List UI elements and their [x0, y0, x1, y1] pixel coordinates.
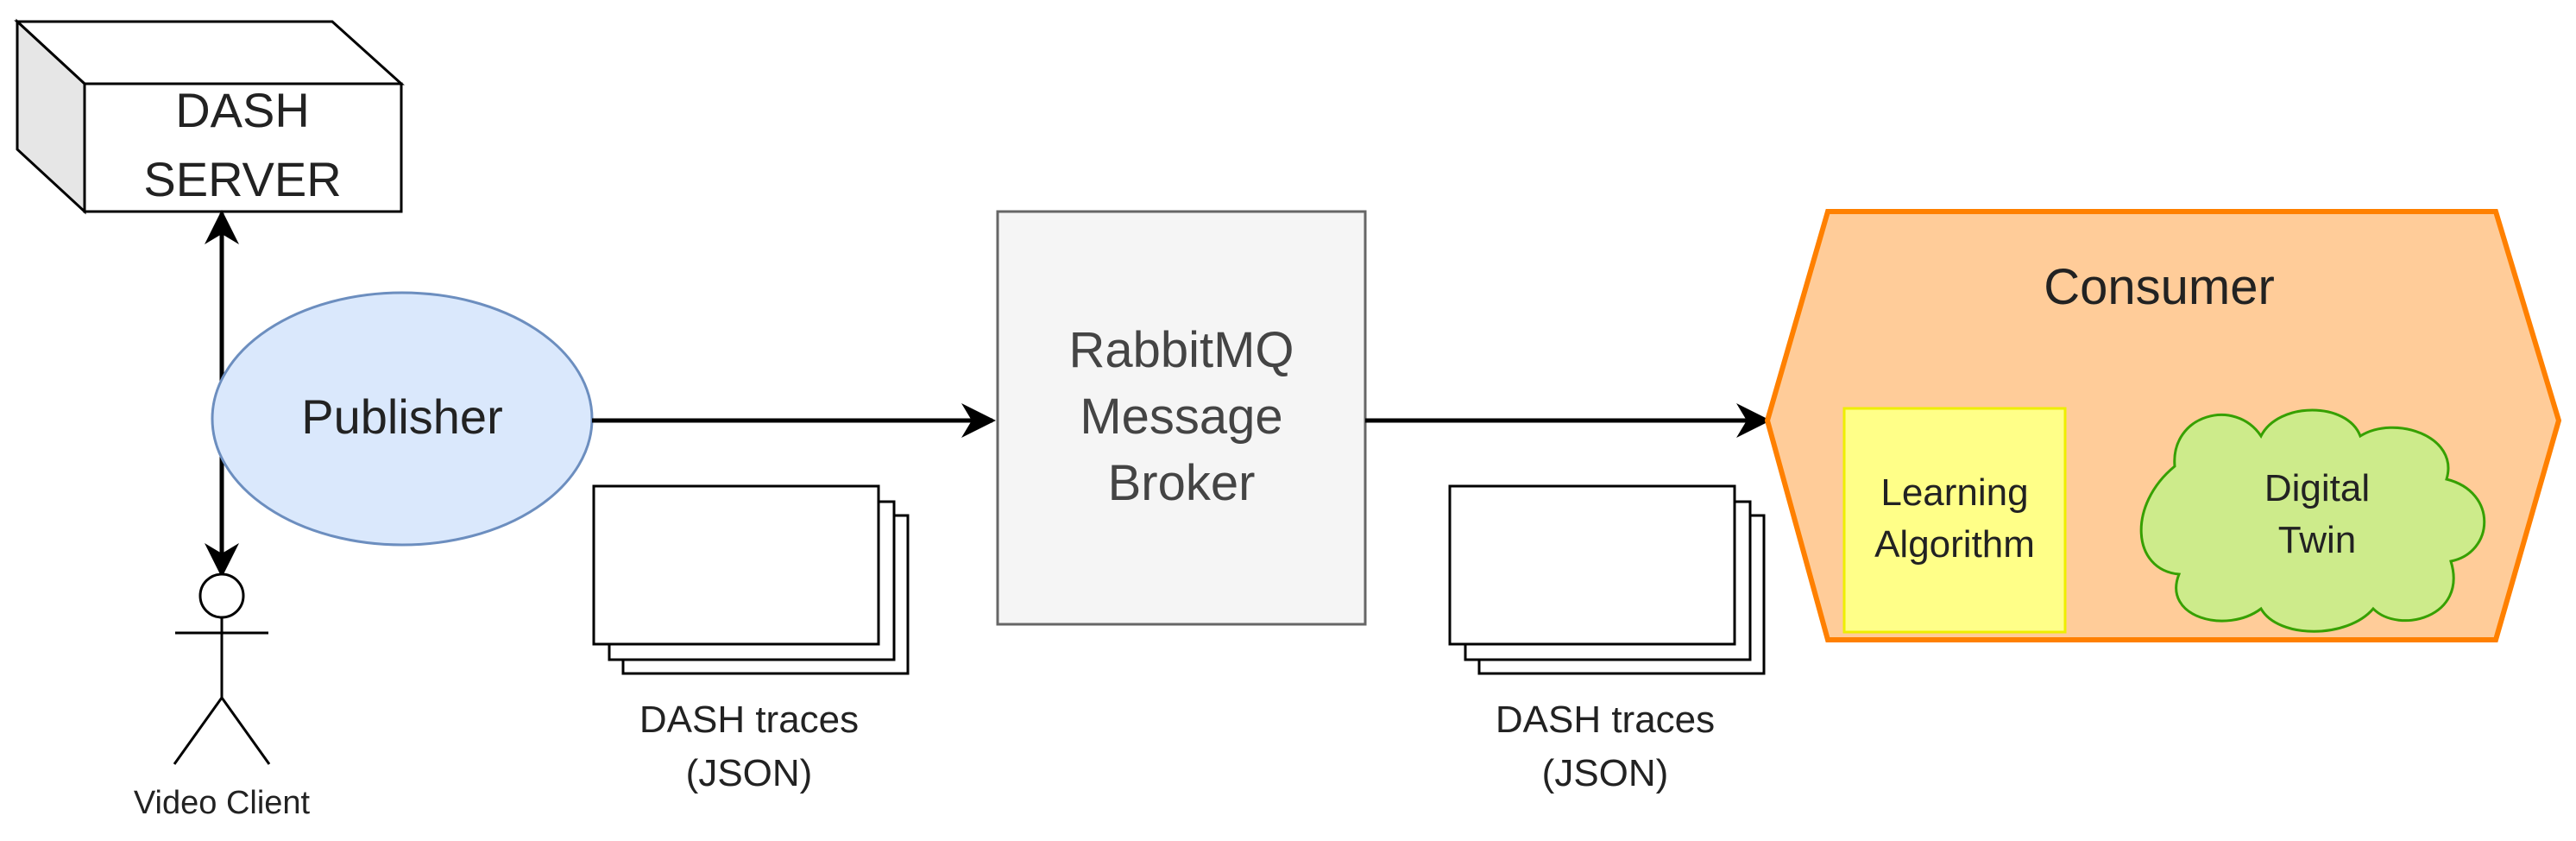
algorithm-label-line-2: Algorithm [1874, 523, 2035, 566]
dash-server-node: DASH SERVER [14, 18, 405, 215]
broker-label-line-3: Broker [1108, 455, 1256, 511]
actor-right-leg [220, 697, 271, 765]
video-client-actor: Video Client [134, 572, 311, 821]
publisher-label: Publisher [301, 389, 502, 444]
learning-algorithm-box [1842, 407, 2067, 634]
actor-head [198, 572, 245, 619]
publisher-node: Publisher [211, 291, 594, 547]
traces-right-label-2: (JSON) [1542, 752, 1669, 794]
traces-right-label-1: DASH traces [1496, 699, 1715, 741]
broker-label-line-2: Message [1080, 389, 1282, 445]
consumer-title: Consumer [2044, 259, 2275, 315]
doc-front [592, 484, 880, 646]
client-label: Video Client [134, 785, 311, 821]
consumer-node: Consumer Learning Algorithm Digital Twin [1764, 209, 2562, 642]
digital-twin-cloud [2139, 408, 2486, 633]
doc-front [1448, 484, 1736, 646]
traces-left-label-1: DASH traces [639, 699, 859, 741]
server-front-face [83, 82, 403, 213]
twin-label-line-1: Digital [2264, 467, 2370, 509]
broker-label-line-1: RabbitMQ [1068, 322, 1294, 378]
broker-shape [996, 210, 1367, 626]
twin-label-line-2: Twin [2278, 519, 2356, 561]
server-label-line-1: DASH [175, 83, 310, 137]
traces-right-documents: DASH traces (JSON) [1448, 484, 1766, 794]
server-label-line-2: SERVER [143, 152, 341, 206]
traces-left-label-2: (JSON) [686, 752, 813, 794]
broker-node: RabbitMQ Message Broker [996, 210, 1367, 626]
algorithm-label-line-1: Learning [1880, 471, 2028, 514]
actor-left-leg [173, 697, 224, 765]
traces-left-documents: DASH traces (JSON) [592, 484, 910, 794]
